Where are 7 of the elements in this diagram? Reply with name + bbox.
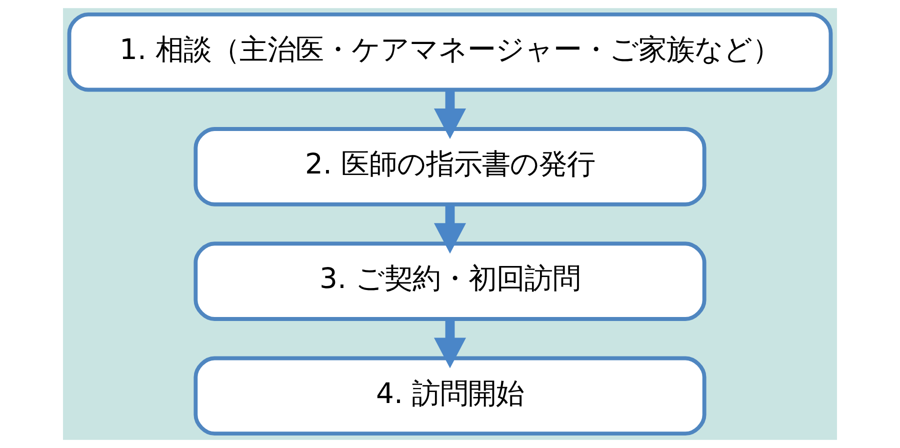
node-box: 4. 訪問開始: [194, 356, 706, 436]
node-box: 3. ご契約・初回訪問: [194, 242, 706, 321]
arrow: [434, 90, 466, 140]
node-box: 2. 医師の指示書の発行: [194, 127, 706, 206]
node-box: 1. 相談（主治医・ケアマネージャー・ご家族など）: [67, 12, 833, 92]
arrow: [434, 204, 466, 254]
arrow: [434, 319, 466, 368]
